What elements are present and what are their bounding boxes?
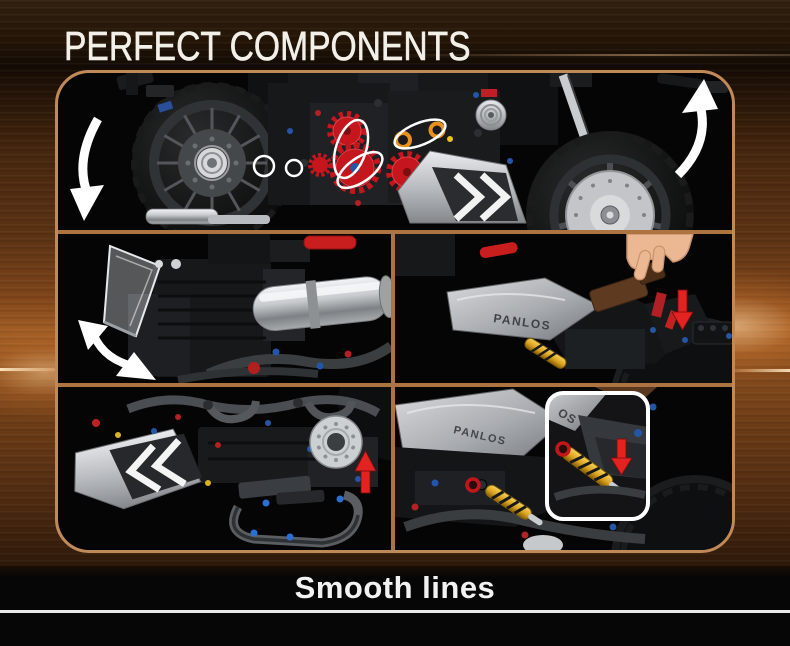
red-pin-ring — [465, 477, 481, 493]
magnifier-inset: OS — [545, 391, 650, 521]
caption-text: Smooth lines — [294, 570, 496, 605]
panel-full-bike — [58, 73, 732, 230]
exhaust-tip — [145, 208, 270, 225]
pins — [411, 403, 657, 539]
belly-panel-chevrons — [397, 150, 527, 224]
handle-grip-red — [303, 235, 357, 250]
chevron-guard — [74, 428, 203, 510]
lower-pipes — [403, 509, 646, 550]
push-up-arrow-icon — [354, 450, 377, 494]
page-title: PERFECT COMPONENTS — [64, 23, 471, 69]
inset-down-arrow-icon — [610, 438, 633, 476]
mirror-arm — [116, 73, 174, 97]
kickstand-assembly — [229, 475, 363, 548]
front-wheel — [526, 131, 694, 230]
light-streak-mid-right — [734, 369, 790, 372]
axle-pins — [92, 414, 271, 486]
pins — [171, 259, 352, 374]
chrome-muffler — [252, 275, 391, 331]
handlebar — [657, 73, 728, 93]
curl-arrow-down-icon — [70, 116, 104, 221]
light-streak-top-right — [390, 54, 790, 56]
hand — [626, 234, 694, 281]
photo-collage: PANLOS — [55, 70, 735, 553]
highlight-loops — [252, 118, 447, 190]
clutch-disc — [475, 89, 507, 131]
windshield — [102, 244, 163, 338]
swing-arrow-icon — [78, 320, 156, 380]
curl-arrow-up-icon — [674, 79, 718, 179]
panel-shock-inset: PANLOS — [395, 387, 732, 550]
panel-underside-kickstand — [58, 387, 391, 550]
fuel-tank: PANLOS — [446, 277, 601, 341]
rear-wheel-closeup — [611, 475, 732, 550]
engine-block — [128, 234, 310, 377]
caption-band: Smooth lines — [0, 566, 790, 646]
gold-shock-small — [524, 337, 567, 369]
panel-seat-press: PANLOS — [395, 234, 732, 383]
panel-engine-muffler — [58, 234, 391, 383]
light-streak-left — [0, 368, 58, 371]
rear-rack — [692, 321, 732, 345]
lower-pipes — [177, 341, 391, 383]
clutch-disc-silver — [309, 415, 363, 469]
caption-underline — [0, 610, 790, 613]
exhaust-pipes — [126, 395, 381, 424]
fuel-tank-closeup: PANLOS — [395, 388, 564, 466]
press-down-arrow-icon — [671, 289, 694, 331]
